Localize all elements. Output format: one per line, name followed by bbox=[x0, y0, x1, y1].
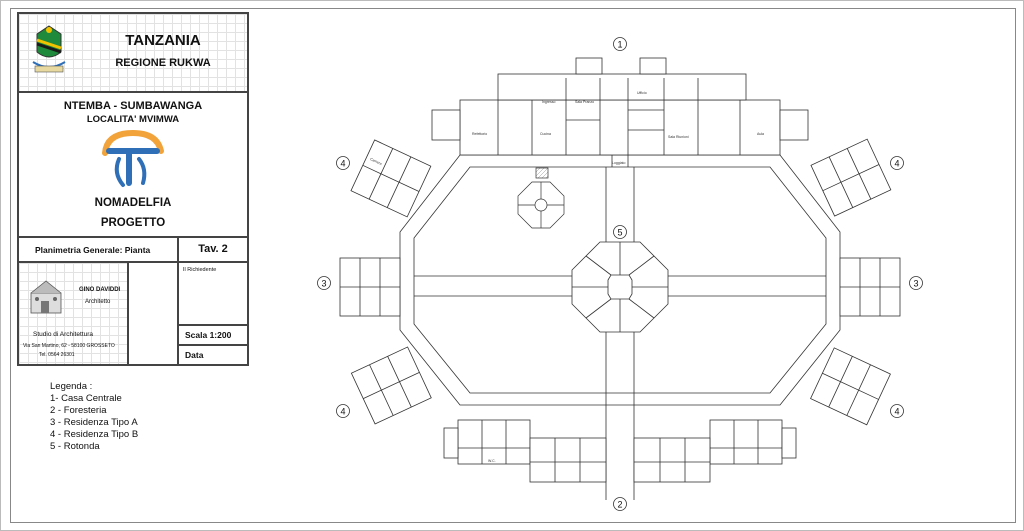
architect-role: Architetto bbox=[85, 299, 111, 305]
marker-4-ne: 4 bbox=[890, 156, 904, 170]
date-label: Data bbox=[185, 350, 204, 360]
architect-emblem-icon bbox=[30, 280, 62, 314]
legend-item: 1- Casa Centrale bbox=[50, 393, 122, 404]
label-ingresso: Ingresso bbox=[542, 100, 555, 104]
scale-cell: Scala 1:200 bbox=[178, 325, 248, 345]
nomadelfia-logo-icon bbox=[102, 129, 164, 187]
region-title: REGIONE RUKWA bbox=[115, 57, 211, 69]
loggia-inner bbox=[413, 166, 827, 394]
svg-text:4: 4 bbox=[894, 407, 899, 417]
requester-label: Il Richiedente bbox=[183, 267, 217, 273]
svg-text:3: 3 bbox=[913, 279, 918, 289]
label-ufficio: Ufficio bbox=[637, 91, 647, 95]
requester-cell: Il Richiedente bbox=[178, 262, 248, 325]
organization-name: NOMADELFIA bbox=[94, 197, 172, 209]
stamp-cell bbox=[128, 262, 178, 365]
legend-item: 4 - Residenza Tipo B bbox=[50, 429, 139, 440]
residenza-tipo-b-nw: Camera bbox=[350, 139, 432, 218]
residenza-tipo-b-se bbox=[810, 347, 891, 426]
label-wc: W.C. bbox=[488, 459, 496, 463]
studio-name: Studio di Architettura bbox=[33, 331, 93, 338]
header-panel: TANZANIA REGIONE RUKWA bbox=[18, 13, 248, 92]
casa-centrale: Ingresso Sala Pranzo Ufficio Sala Riunio… bbox=[431, 57, 809, 156]
marker-1: 1 bbox=[613, 37, 627, 51]
residenza-tipo-b-ne bbox=[810, 138, 892, 217]
marker-5: 5 bbox=[613, 225, 627, 239]
studio-phone: Tel. 0564 26301 bbox=[39, 352, 75, 358]
svg-text:5: 5 bbox=[617, 228, 622, 238]
sheet-title-cell: Planimetria Generale: Pianta bbox=[18, 237, 178, 262]
legend-heading: Legenda : bbox=[50, 381, 93, 392]
svg-text:2: 2 bbox=[617, 500, 622, 510]
phase-label: PROGETTO bbox=[100, 217, 166, 229]
sheet-inner-border bbox=[10, 8, 1016, 523]
site-plan-drawing: Ingresso Sala Pranzo Ufficio Sala Riunio… bbox=[317, 37, 923, 511]
label-aula: Aula bbox=[757, 132, 764, 136]
cross-path-vertical bbox=[605, 167, 635, 500]
studio-address: Via San Martino, 62 - 58100 GROSSETO bbox=[23, 343, 115, 349]
marker-4-nw: 4 bbox=[336, 156, 350, 170]
legend: Legenda : 1- Casa Centrale 2 - Foresteri… bbox=[50, 381, 138, 453]
marker-4-se: 4 bbox=[890, 404, 904, 418]
residenza-tipo-a-west bbox=[339, 257, 401, 317]
label-sala-riunioni: Sala Riunioni bbox=[668, 135, 689, 139]
foresteria-east bbox=[633, 419, 797, 483]
svg-text:4: 4 bbox=[894, 159, 899, 169]
marker-4-sw: 4 bbox=[336, 404, 350, 418]
gazebo bbox=[517, 167, 565, 229]
architect-name: GINO DAVIDDI bbox=[79, 287, 121, 293]
site-plan-area: Ingresso Sala Pranzo Ufficio Sala Riunio… bbox=[260, 8, 1014, 521]
foresteria-west: W.C. bbox=[443, 419, 607, 483]
residenza-tipo-a-east bbox=[839, 257, 901, 317]
place-title: NTEMBA - SUMBAWANGA bbox=[63, 100, 203, 112]
sheet-number: Tav. 2 bbox=[198, 243, 228, 255]
label-camera: Camera bbox=[369, 157, 382, 166]
label-loggiato: Loggiato bbox=[612, 161, 625, 165]
country-title: TANZANIA bbox=[125, 32, 201, 49]
sheet-title: Planimetria Generale: Pianta bbox=[35, 245, 151, 255]
svg-text:4: 4 bbox=[340, 407, 345, 417]
title-block: TANZANIA REGIONE RUKWA NTEMBA - SUMBAWAN… bbox=[17, 12, 249, 366]
marker-3-east: 3 bbox=[909, 276, 923, 290]
residenza-tipo-b-sw bbox=[350, 346, 432, 425]
label-cucina: Cucina bbox=[540, 132, 551, 136]
date-cell: Data bbox=[178, 345, 248, 365]
legend-item: 2 - Foresteria bbox=[50, 405, 107, 416]
label-refettorio: Refettorio bbox=[472, 132, 487, 136]
project-panel: NTEMBA - SUMBAWANGA LOCALITA' MVIMWA NOM… bbox=[18, 92, 248, 237]
legend-item: 3 - Residenza Tipo A bbox=[50, 417, 138, 428]
tanzania-coat-of-arms-icon bbox=[32, 25, 66, 73]
label-sala-pranzo: Sala Pranzo bbox=[575, 100, 594, 104]
sheet-number-cell: Tav. 2 bbox=[178, 237, 248, 262]
architect-cell: GINO DAVIDDI Architetto Studio di Archit… bbox=[18, 262, 128, 365]
rotonda bbox=[571, 241, 669, 333]
svg-text:4: 4 bbox=[340, 159, 345, 169]
svg-text:1: 1 bbox=[617, 40, 622, 50]
legend-item: 5 - Rotonda bbox=[50, 441, 100, 452]
marker-3-west: 3 bbox=[317, 276, 331, 290]
locality-title: LOCALITA' MVIMWA bbox=[86, 114, 180, 125]
scale-label: Scala 1:200 bbox=[185, 330, 232, 340]
marker-2: 2 bbox=[613, 497, 627, 511]
svg-text:3: 3 bbox=[321, 279, 326, 289]
